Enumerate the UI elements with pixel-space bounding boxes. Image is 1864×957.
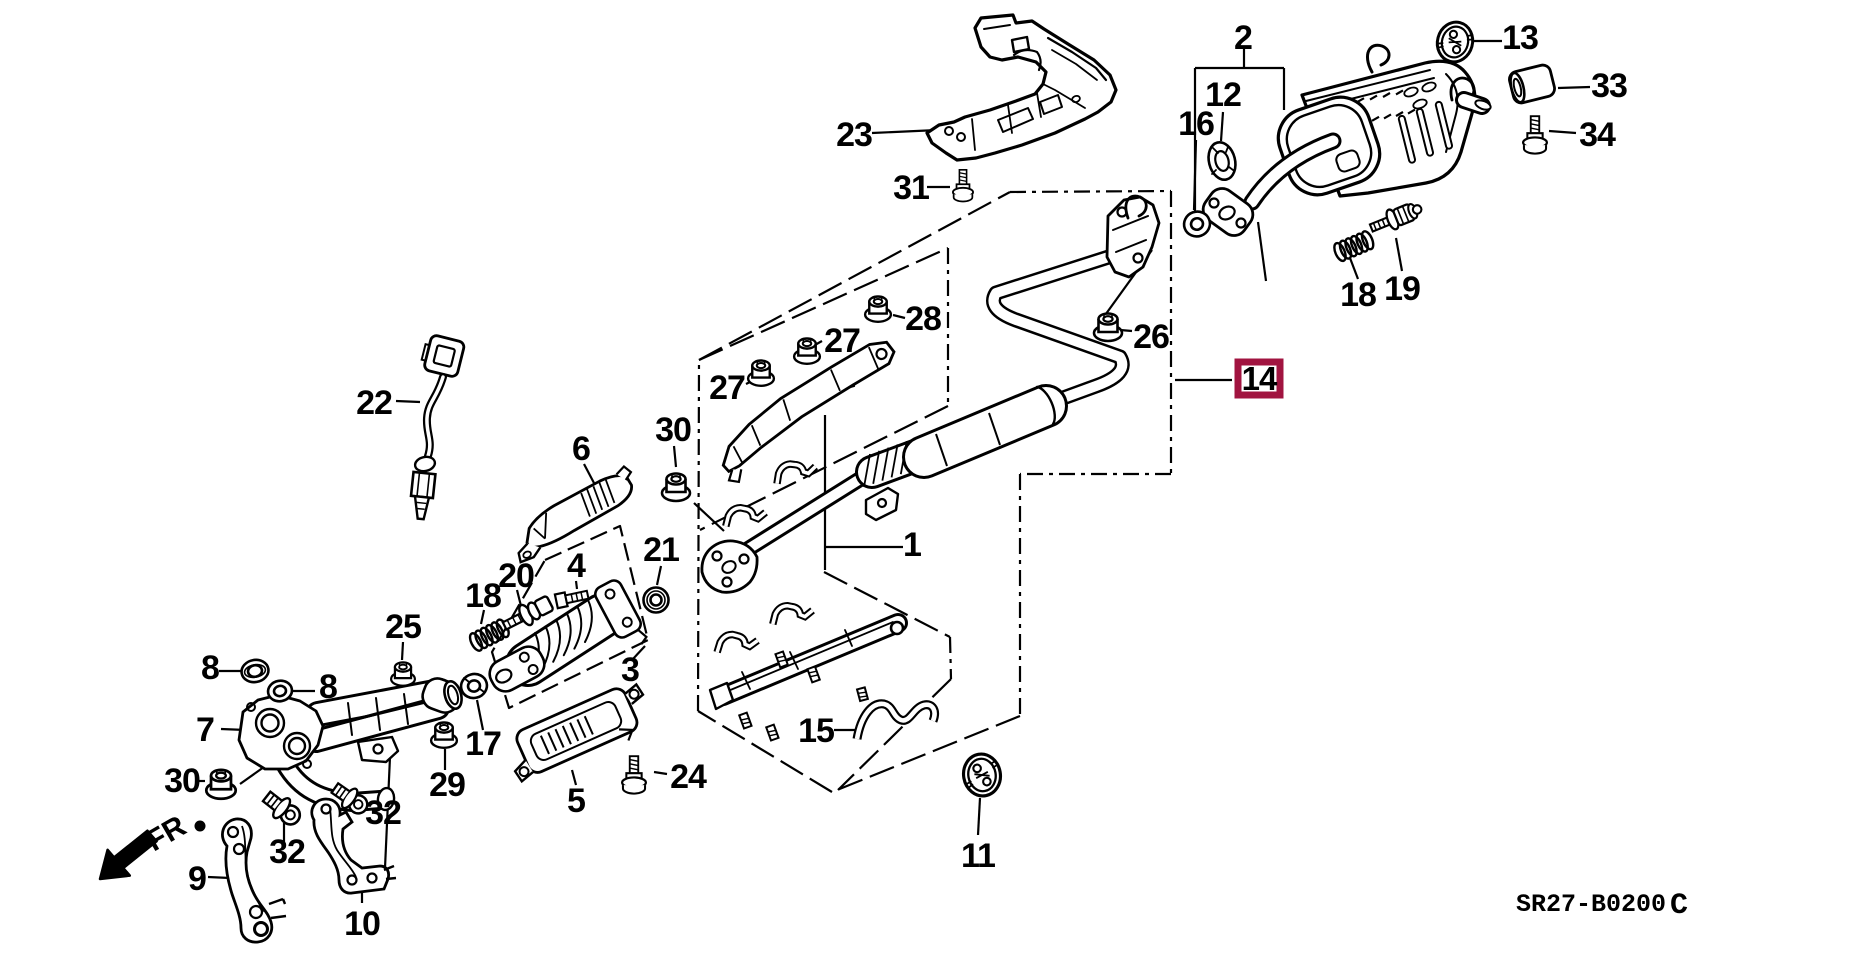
svg-text:2: 2: [1234, 19, 1252, 57]
svg-text:10: 10: [344, 905, 380, 943]
svg-text:32: 32: [269, 833, 305, 871]
svg-text:SR27-B0200: SR27-B0200: [1516, 890, 1666, 919]
svg-text:29: 29: [429, 766, 465, 804]
svg-text:27: 27: [824, 322, 860, 360]
svg-text:14: 14: [1242, 360, 1278, 397]
svg-text:23: 23: [836, 116, 872, 154]
svg-text:15: 15: [798, 712, 834, 750]
svg-text:19: 19: [1384, 270, 1420, 308]
svg-text:27: 27: [709, 369, 745, 407]
svg-text:5: 5: [567, 782, 585, 820]
svg-text:1: 1: [903, 526, 921, 564]
svg-text:11: 11: [961, 837, 995, 875]
svg-text:31: 31: [893, 169, 929, 207]
svg-text:22: 22: [356, 384, 392, 422]
svg-text:30: 30: [655, 411, 691, 449]
svg-text:6: 6: [572, 430, 590, 468]
svg-text:16: 16: [1178, 105, 1214, 143]
svg-text:33: 33: [1591, 67, 1627, 105]
svg-text:7: 7: [196, 711, 214, 749]
svg-text:8: 8: [319, 668, 337, 706]
svg-text:4: 4: [567, 547, 586, 585]
svg-text:25: 25: [385, 608, 421, 646]
svg-text:26: 26: [1133, 318, 1169, 356]
svg-text:28: 28: [905, 300, 941, 338]
svg-text:17: 17: [465, 725, 501, 763]
svg-text:18: 18: [465, 577, 501, 615]
svg-text:24: 24: [670, 758, 707, 796]
svg-text:3: 3: [621, 651, 639, 689]
svg-text:12: 12: [1205, 76, 1241, 114]
svg-text:34: 34: [1579, 116, 1616, 154]
svg-text:8: 8: [201, 649, 219, 687]
svg-text:18: 18: [1340, 276, 1376, 314]
svg-text:32: 32: [365, 794, 401, 832]
svg-text:30: 30: [164, 762, 200, 800]
svg-text:20: 20: [498, 557, 534, 595]
svg-text:13: 13: [1502, 19, 1538, 57]
svg-text:21: 21: [643, 531, 679, 569]
svg-text:C: C: [1670, 889, 1688, 923]
svg-text:9: 9: [188, 860, 206, 898]
